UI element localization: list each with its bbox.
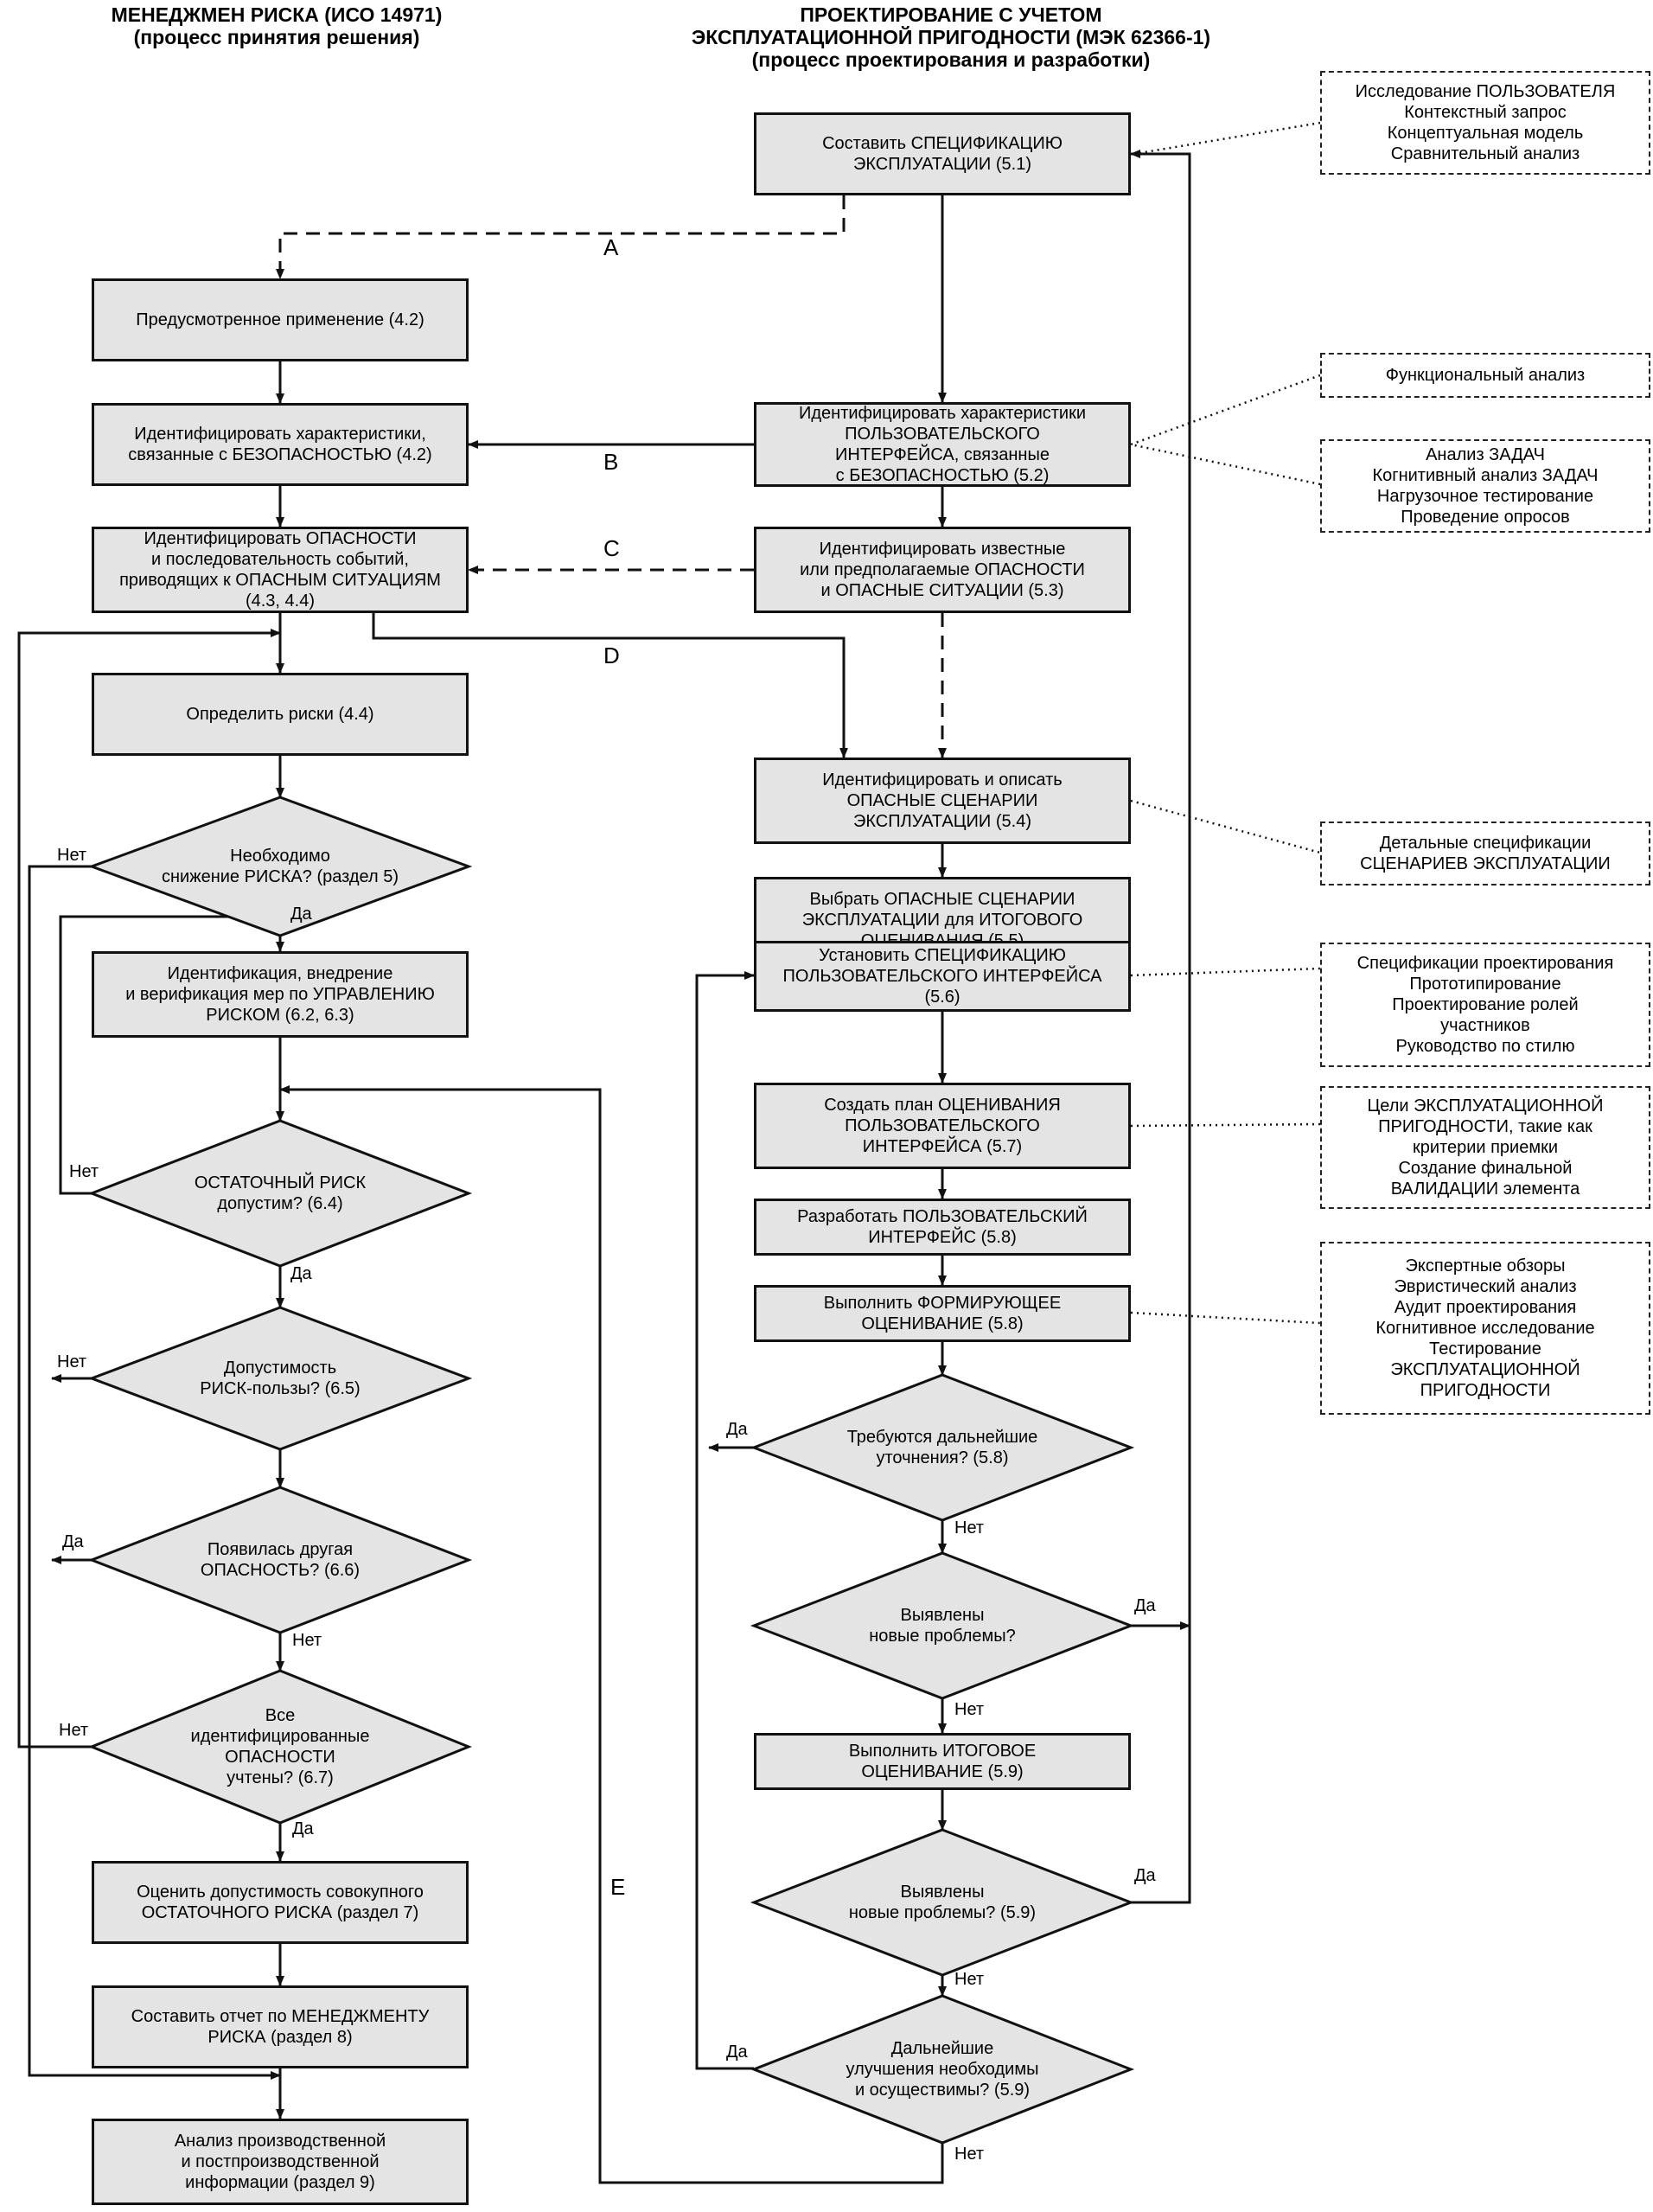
edge-dnew2-yes-loop bbox=[1130, 150, 1191, 1904]
note-usability-goals: Цели ЭКСПЛУАТАЦИОННОЙ ПРИГОДНОСТИ, такие… bbox=[1320, 1086, 1650, 1209]
link-letter-e: E bbox=[610, 1874, 626, 1900]
decision-diamond-shape bbox=[750, 1994, 1135, 2145]
label-d66-yes: Да bbox=[62, 1532, 84, 1551]
decision-diamond-shape bbox=[87, 1486, 473, 1634]
dotted-link-expert-reviews bbox=[1130, 1311, 1321, 1325]
decision-new-issues-2: Выявлены новые проблемы? (5.9) bbox=[848, 1883, 1037, 1922]
box-intended-use: Предусмотренное применение (4.2) bbox=[92, 278, 469, 361]
note-scenario-specifications: Детальные спецификации СЦЕНАРИЕВ ЭКСПЛУА… bbox=[1320, 822, 1650, 885]
decision-new-issues-1: Выявлены новые проблемы? bbox=[869, 1606, 1016, 1646]
link-letter-b: B bbox=[603, 449, 619, 475]
edge-d59-yes-loop bbox=[695, 971, 755, 2070]
label-dnew2-no: Нет bbox=[954, 1970, 985, 1989]
dotted-link-user-research bbox=[1133, 121, 1321, 156]
header-right-line-2: ЭКСПЛУАТАЦИОННОЙ ПРИГОДНОСТИ (МЭК 62366-… bbox=[691, 26, 1211, 48]
edge-d67-no-loop bbox=[17, 629, 281, 1749]
dotted-link-usability-goals bbox=[1130, 1122, 1321, 1128]
header-left-line-2: (процесс принятия решения) bbox=[133, 26, 420, 48]
box-overall-residual-risk: Оценить допустимость совокупного ОСТАТОЧ… bbox=[92, 1861, 469, 1944]
decision-diamond-shape bbox=[750, 1373, 1135, 1522]
label-dnew1-yes: Да bbox=[1134, 1596, 1156, 1615]
box-evaluation-plan: Создать план ОЦЕНИВАНИЯ ПОЛЬЗОВАТЕЛЬСКОГ… bbox=[754, 1083, 1131, 1169]
dotted-link-function-analysis bbox=[1130, 374, 1321, 446]
label-d64-no: Нет bbox=[69, 1162, 99, 1181]
edge-a-link bbox=[276, 195, 846, 279]
decision-diamond-shape bbox=[87, 1119, 473, 1268]
header-right-line-1: ПРОЕКТИРОВАНИЕ С УЧЕТОМ bbox=[800, 3, 1102, 26]
decision-risk-reduction: Необходимо снижение РИСКА? (раздел 5) bbox=[162, 847, 399, 886]
dotted-link-task-analysis bbox=[1130, 443, 1321, 486]
label-dnew1-no: Нет bbox=[954, 1700, 985, 1719]
label-d67-no: Нет bbox=[59, 1721, 89, 1740]
note-expert-reviews: Экспертные обзоры Эвристический анализ А… bbox=[1320, 1242, 1650, 1415]
link-letter-a: A bbox=[603, 234, 619, 260]
box-production-information: Анализ производственной и постпроизводст… bbox=[92, 2119, 469, 2205]
edge-d64-no-loop bbox=[59, 912, 281, 1195]
decision-all-hazards-considered: Все идентифицированные ОПАСНОСТИ учтены?… bbox=[190, 1706, 370, 1787]
header-usability-engineering: ПРОЕКТИРОВАНИЕ С УЧЕТОМ ЭКСПЛУАТАЦИОННОЙ… bbox=[640, 3, 1262, 71]
box-design-ui: Разработать ПОЛЬЗОВАТЕЛЬСКИЙ ИНТЕРФЕЙС (… bbox=[754, 1199, 1131, 1256]
box-known-hazards: Идентифицировать известные или предполаг… bbox=[754, 527, 1131, 613]
decision-residual-risk-acceptable: ОСТАТОЧНЫЙ РИСК допустим? (6.4) bbox=[194, 1173, 367, 1213]
label-d58-yes: Да bbox=[726, 1420, 748, 1439]
box-hazard-scenarios: Идентифицировать и описать ОПАСНЫЕ СЦЕНА… bbox=[754, 758, 1131, 844]
box-estimate-risks: Определить риски (4.4) bbox=[92, 673, 469, 756]
box-identify-hazards: Идентифицировать ОПАСНОСТИ и последовате… bbox=[92, 527, 469, 613]
header-risk-management: МЕНЕДЖМЕН РИСКА (ИСО 14971) (процесс при… bbox=[78, 3, 475, 48]
dotted-link-design-specs bbox=[1130, 967, 1321, 977]
box-ui-specification: Установить СПЕЦИФИКАЦИЮ ПОЛЬЗОВАТЕЛЬСКОГ… bbox=[754, 941, 1131, 1012]
decision-diamond-shape bbox=[87, 796, 473, 937]
link-letter-c: C bbox=[603, 535, 620, 561]
edge-e-loop bbox=[279, 1085, 944, 2184]
decision-diamond-shape bbox=[87, 1669, 473, 1825]
label-d59-no: Нет bbox=[954, 2145, 985, 2164]
label-d64-yes: Да bbox=[290, 1264, 312, 1283]
box-safety-characteristics: Идентифицировать характеристики, связанн… bbox=[92, 403, 469, 486]
decision-diamond-shape bbox=[750, 1551, 1135, 1700]
dotted-link-scenario-specs bbox=[1130, 799, 1321, 854]
label-d5-yes: Да bbox=[290, 905, 312, 924]
label-d65-no: Нет bbox=[57, 1352, 87, 1371]
header-right-line-3: (процесс проектирования и разработки) bbox=[751, 48, 1151, 71]
note-task-analysis: Анализ ЗАДАЧ Когнитивный анализ ЗАДАЧ На… bbox=[1320, 439, 1650, 533]
edge-d-link bbox=[372, 613, 848, 758]
header-left-line-1: МЕНЕДЖМЕН РИСКА (ИСО 14971) bbox=[111, 3, 443, 26]
decision-further-refinement: Требуются дальнейшие уточнения? (5.8) bbox=[846, 1428, 1038, 1467]
box-use-specification: Составить СПЕЦИФИКАЦИЮ ЭКСПЛУАТАЦИИ (5.1… bbox=[754, 112, 1131, 195]
decision-diamond-shape bbox=[750, 1828, 1135, 1977]
box-ui-safety-characteristics: Идентифицировать характеристики ПОЛЬЗОВА… bbox=[754, 402, 1131, 487]
edge-d5-no-to-production bbox=[28, 865, 281, 2080]
label-dnew2-yes: Да bbox=[1134, 1866, 1156, 1885]
note-design-specifications: Спецификации проектирования Прототипиров… bbox=[1320, 943, 1650, 1067]
decision-new-hazard: Появилась другая ОПАСНОСТЬ? (6.6) bbox=[200, 1540, 361, 1580]
decision-further-improvement: Дальнейшие улучшения необходимы и осущес… bbox=[846, 2039, 1039, 2100]
decision-risk-benefit: Допустимость РИСК-пользы? (6.5) bbox=[200, 1359, 361, 1398]
decision-diamond-shape bbox=[87, 1306, 473, 1451]
label-d5-no: Нет bbox=[57, 846, 87, 865]
label-d66-no: Нет bbox=[292, 1631, 322, 1650]
label-d67-yes: Да bbox=[292, 1819, 314, 1838]
label-d58-no: Нет bbox=[954, 1518, 985, 1538]
box-risk-report: Составить отчет по МЕНЕДЖМЕНТУ РИСКА (ра… bbox=[92, 1985, 469, 2068]
box-summative-evaluation: Выполнить ИТОГОВОЕ ОЦЕНИВАНИЕ (5.9) bbox=[754, 1733, 1131, 1790]
link-letter-d: D bbox=[603, 643, 620, 668]
box-formative-evaluation: Выполнить ФОРМИРУЮЩЕЕ ОЦЕНИВАНИЕ (5.8) bbox=[754, 1285, 1131, 1342]
note-function-analysis: Функциональный анализ bbox=[1320, 353, 1650, 398]
box-risk-control: Идентификация, внедрение и верификация м… bbox=[92, 951, 469, 1038]
label-d59-yes: Да bbox=[726, 2043, 748, 2062]
note-user-research: Исследование ПОЛЬЗОВАТЕЛЯ Контекстный за… bbox=[1320, 71, 1650, 175]
